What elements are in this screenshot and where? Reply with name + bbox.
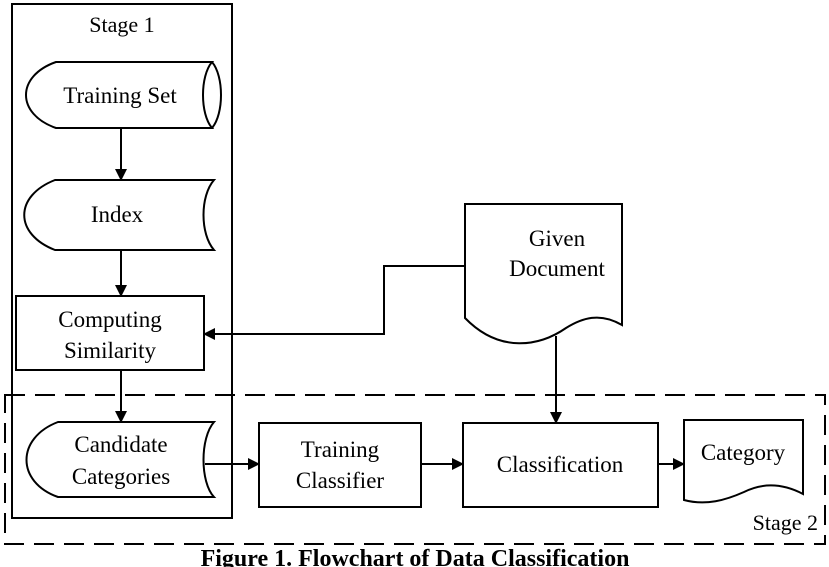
computing-similarity-node: Computing Similarity (15, 295, 205, 371)
figure-caption: Figure 1. Flowchart of Data Classificati… (201, 546, 630, 567)
candidate-categories-node: Candidate Categories (25, 421, 217, 498)
category-label: Category (701, 440, 786, 465)
index-node: Index (23, 179, 217, 251)
training-classifier-node: Training Classifier (258, 422, 422, 508)
training-classifier-label-line2: Classifier (296, 468, 384, 493)
stage2-label: Stage 2 (753, 510, 818, 535)
computing-similarity-label-line1: Computing (58, 307, 162, 332)
candidate-categories-label-line2: Categories (72, 464, 170, 489)
training-classifier-label-line1: Training (301, 437, 380, 462)
stage1-boundary (11, 3, 233, 519)
index-label: Index (91, 202, 144, 227)
stage2-boundary (4, 394, 826, 545)
given-document-node: Given Document (464, 203, 623, 345)
given-document-label-line2: Document (509, 256, 605, 281)
arrow-given-document-to-computing-similarity (203, 265, 465, 340)
classification-label: Classification (497, 452, 624, 477)
candidate-categories-label-line1: Candidate (74, 432, 167, 457)
classification-node: Classification (462, 422, 659, 508)
given-document-label-line1: Given (529, 226, 586, 251)
training-set-label: Training Set (63, 83, 177, 108)
training-set-node: Training Set (25, 61, 222, 129)
computing-similarity-label-line2: Similarity (64, 338, 157, 363)
category-node: Category (683, 419, 804, 504)
stage1-label: Stage 1 (89, 12, 154, 37)
